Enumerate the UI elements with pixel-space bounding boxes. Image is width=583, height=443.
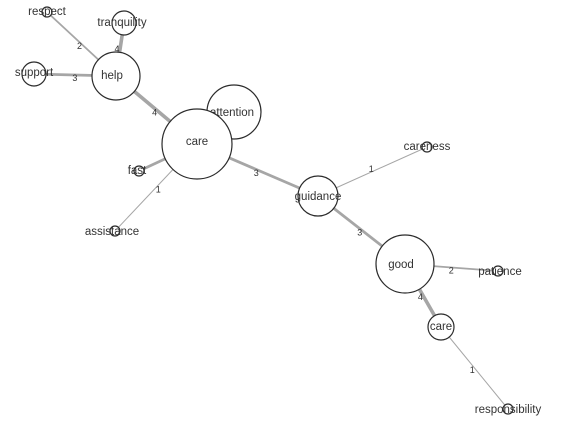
node-label: patience bbox=[478, 266, 521, 278]
edge-weight-label: 2 bbox=[77, 41, 82, 51]
node-label: attention bbox=[210, 107, 254, 119]
edge-weight-label: 4 bbox=[114, 44, 119, 54]
edge-care2-responsibility bbox=[440, 326, 509, 410]
edge-weight-label: 4 bbox=[418, 292, 423, 302]
node-patience: patience bbox=[478, 265, 522, 278]
node-circle bbox=[161, 108, 233, 180]
edge-weight-label: 3 bbox=[254, 168, 259, 178]
node-fast: fast bbox=[128, 165, 147, 177]
node-circle bbox=[421, 141, 433, 153]
node-circle bbox=[133, 165, 145, 177]
node-circle bbox=[109, 225, 121, 237]
edge-weight-label: 3 bbox=[72, 73, 77, 83]
edge-weight-label: 1 bbox=[470, 365, 475, 375]
node-circle bbox=[502, 403, 514, 415]
node-circle bbox=[111, 10, 137, 36]
node-circle bbox=[492, 265, 504, 277]
edge-weight-label: 1 bbox=[156, 185, 161, 195]
node-label: good bbox=[388, 259, 414, 271]
node-circle bbox=[91, 51, 141, 101]
node-circle bbox=[41, 6, 53, 18]
node-circle bbox=[21, 61, 47, 87]
node-tranquility: tranquility bbox=[97, 10, 147, 36]
node-label: guidance bbox=[295, 191, 342, 203]
node-assistance: assistance bbox=[85, 225, 139, 238]
edge-weight-label: 1 bbox=[369, 164, 374, 174]
node-responsibility: responsibility bbox=[475, 403, 542, 416]
node-help: help bbox=[91, 51, 141, 101]
node-label: fast bbox=[128, 165, 147, 177]
edge-weight-label: 4 bbox=[152, 107, 157, 117]
edge-weight-label: 2 bbox=[449, 266, 454, 276]
node-care1: care bbox=[161, 108, 233, 180]
node-label: responsibility bbox=[475, 404, 542, 416]
node-label: support bbox=[15, 67, 54, 79]
node-guidance: guidance bbox=[295, 175, 342, 217]
node-careness: careness bbox=[404, 141, 451, 153]
node-label: care bbox=[430, 321, 452, 333]
node-good: good bbox=[375, 234, 435, 294]
node-circle bbox=[297, 175, 339, 217]
node-label: careness bbox=[404, 141, 451, 153]
node-label: assistance bbox=[85, 226, 139, 238]
node-support: support bbox=[15, 61, 54, 87]
edge-weight-label: 3 bbox=[357, 227, 362, 237]
nodes-layer: respect tranquility support help attention ca… bbox=[15, 6, 542, 416]
node-label: tranquility bbox=[97, 17, 146, 29]
node-label: help bbox=[101, 70, 123, 82]
node-label: respect bbox=[28, 6, 67, 18]
node-care2: care bbox=[427, 313, 455, 341]
node-respect: respect bbox=[28, 6, 67, 18]
node-label: care bbox=[186, 136, 208, 148]
node-circle bbox=[427, 313, 455, 341]
node-circle bbox=[375, 234, 435, 294]
